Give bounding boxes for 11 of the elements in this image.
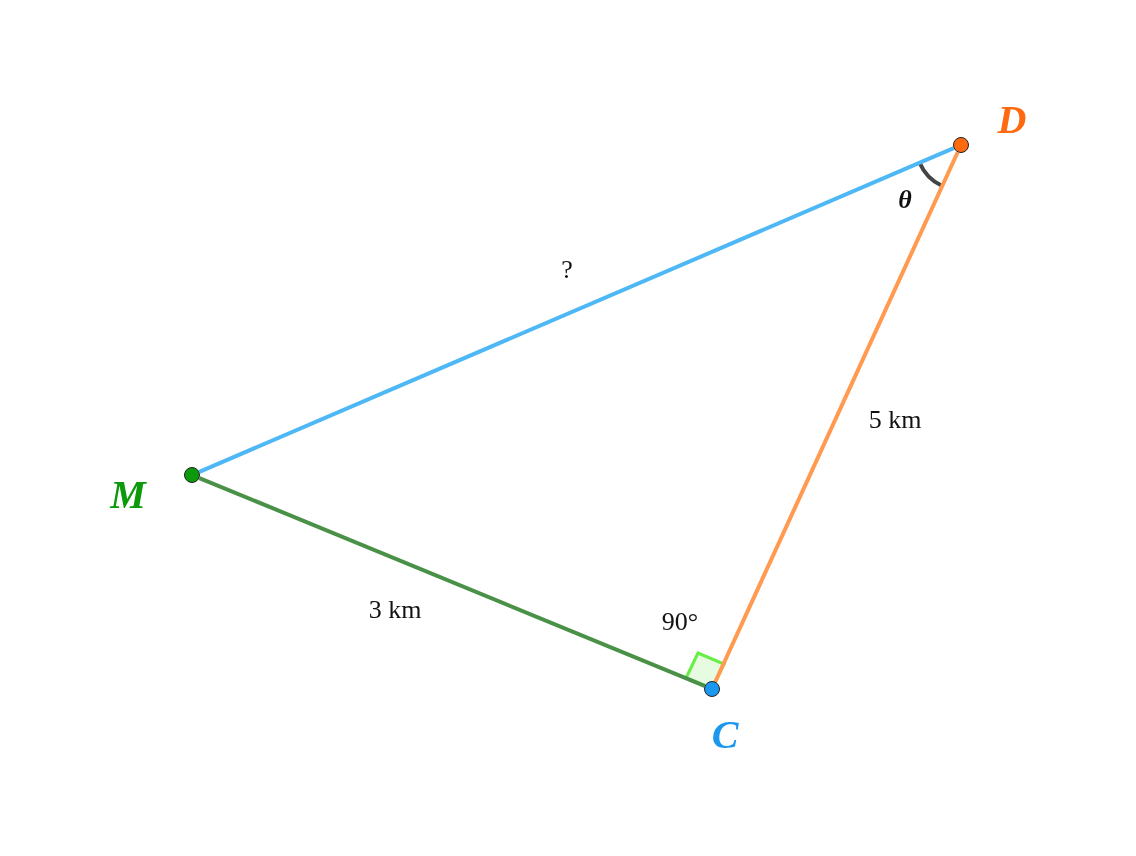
point-marker bbox=[184, 467, 200, 483]
line-segment bbox=[198, 476, 706, 688]
angle-label: θ bbox=[898, 187, 912, 213]
line-segment bbox=[713, 151, 960, 683]
point-label: C bbox=[711, 715, 739, 755]
point-marker bbox=[953, 137, 969, 153]
angle-measure: 90° bbox=[661, 609, 699, 635]
point-marker bbox=[704, 681, 720, 697]
line-segment bbox=[198, 146, 955, 474]
point-label: M bbox=[110, 475, 146, 515]
point-label: D bbox=[997, 100, 1027, 140]
